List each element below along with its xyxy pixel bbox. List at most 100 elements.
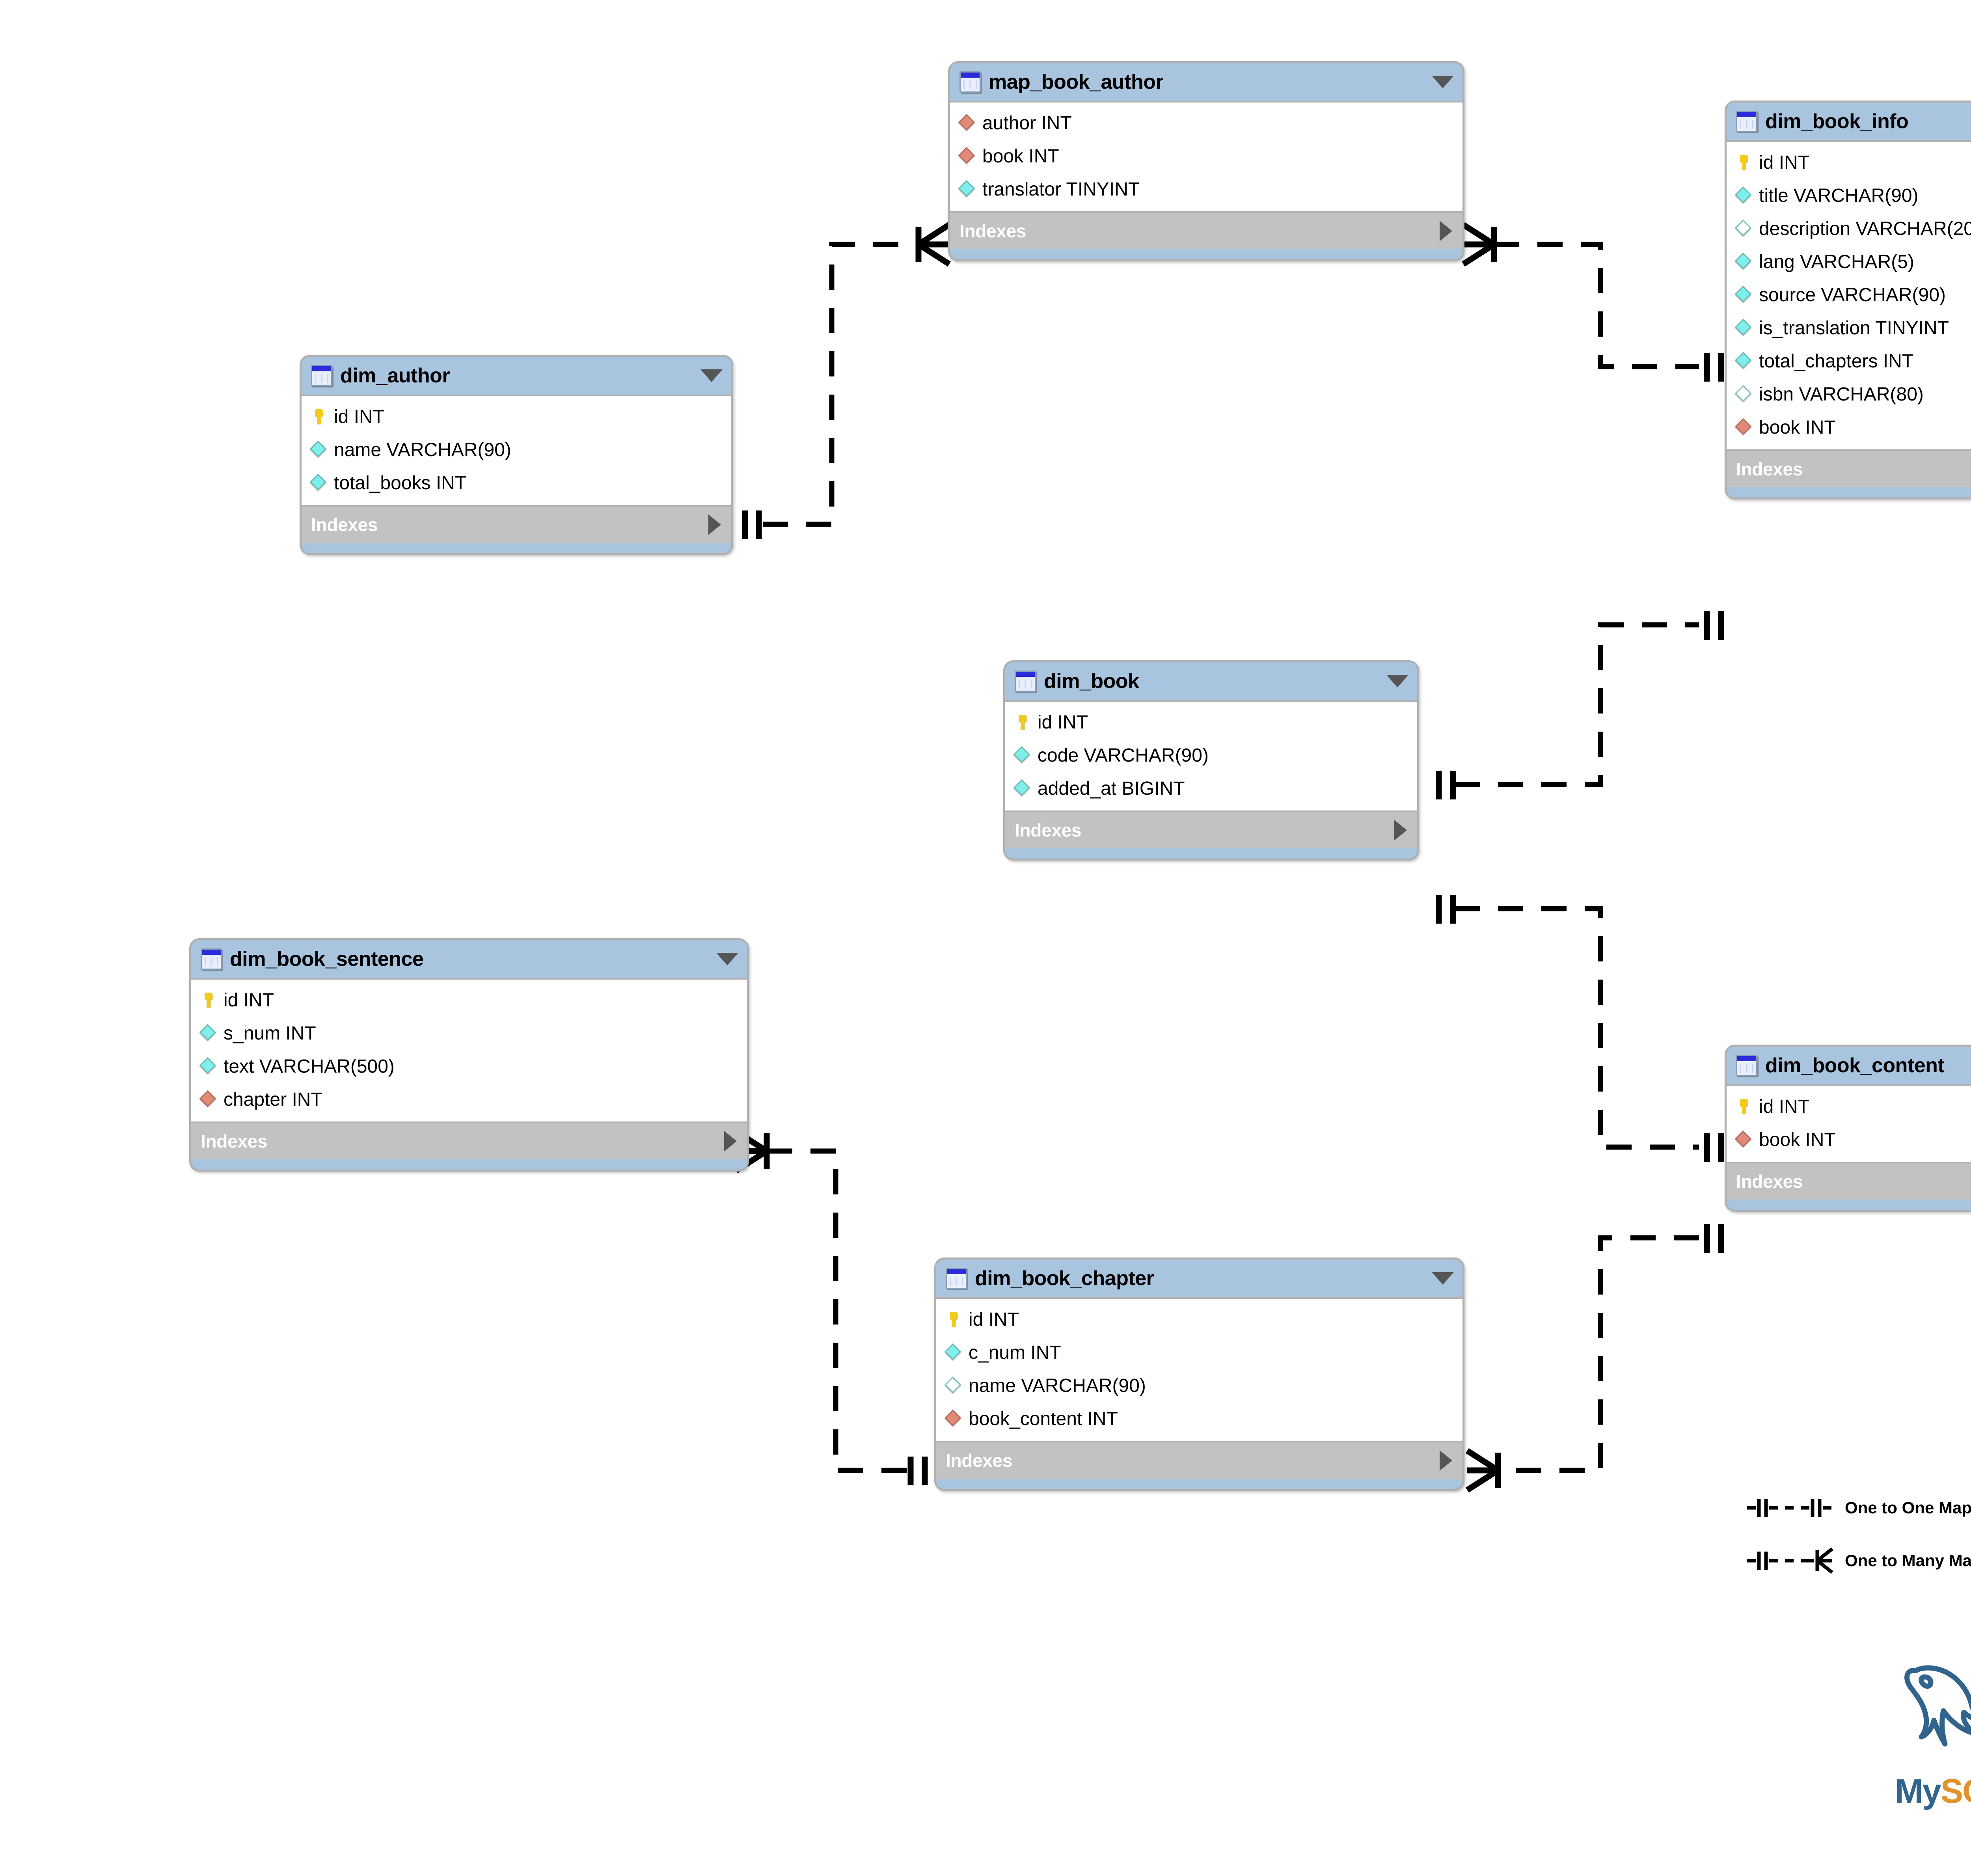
table-header-dim_book[interactable]: dim_book bbox=[1005, 662, 1417, 700]
table-column-row[interactable]: c_num INT bbox=[936, 1336, 1462, 1369]
not-null-column-diamond-icon bbox=[309, 473, 327, 491]
table-column-row[interactable]: book INT bbox=[950, 140, 1462, 173]
table-column-row[interactable]: name VARCHAR(90) bbox=[936, 1369, 1462, 1402]
expand-arrow-icon[interactable] bbox=[1440, 1450, 1452, 1471]
nullable-column-diamond-icon bbox=[1734, 219, 1752, 237]
table-header-dim_book_info[interactable]: dim_book_info bbox=[1727, 102, 1971, 140]
collapse-caret-icon[interactable] bbox=[716, 953, 738, 965]
table-column-row[interactable]: author INT bbox=[950, 106, 1462, 140]
indexes-section-map_book_author[interactable]: Indexes bbox=[950, 213, 1462, 249]
indexes-section-dim_author[interactable]: Indexes bbox=[302, 507, 731, 543]
table-header-dim_book_sentence[interactable]: dim_book_sentence bbox=[191, 940, 747, 978]
wire-book-to-bookinfo bbox=[1455, 622, 1699, 787]
table-column-row[interactable]: source VARCHAR(90) bbox=[1727, 278, 1971, 311]
not-null-column-diamond-icon bbox=[1734, 352, 1752, 369]
table-column-row[interactable]: name VARCHAR(90) bbox=[302, 433, 731, 466]
table-header-map_book_author[interactable]: map_book_author bbox=[950, 63, 1462, 101]
legend-item-one-to-many: One to Many Mapping bbox=[1746, 1547, 1971, 1574]
column-label: text VARCHAR(500) bbox=[224, 1056, 395, 1077]
indexes-label: Indexes bbox=[1736, 1171, 1803, 1192]
not-null-column-diamond-icon bbox=[1734, 186, 1752, 203]
table-column-row[interactable]: id INT bbox=[1727, 1090, 1971, 1123]
table-column-row[interactable]: isbn VARCHAR(80) bbox=[1727, 378, 1971, 411]
expand-arrow-icon[interactable] bbox=[1394, 820, 1407, 840]
table-column-row[interactable]: id INT bbox=[1005, 706, 1417, 739]
table-column-row[interactable]: translator TINYINT bbox=[950, 173, 1462, 206]
table-column-row[interactable]: id INT bbox=[302, 400, 731, 433]
column-label: c_num INT bbox=[969, 1342, 1061, 1363]
indexes-section-dim_book_content[interactable]: Indexes bbox=[1727, 1163, 1971, 1200]
collapse-caret-icon[interactable] bbox=[1432, 76, 1454, 88]
table-header-dim_book_content[interactable]: dim_book_content bbox=[1727, 1047, 1971, 1084]
expand-arrow-icon[interactable] bbox=[708, 514, 721, 535]
wire-bookinfo-to-map bbox=[1494, 242, 1699, 369]
mysql-logo: MySQL® bbox=[1888, 1656, 1971, 1811]
table-column-row[interactable]: description VARCHAR(200) bbox=[1727, 212, 1971, 245]
collapse-caret-icon[interactable] bbox=[1386, 675, 1408, 687]
marker-one-dim-book-addedat bbox=[1436, 895, 1456, 924]
table-column-row[interactable]: id INT bbox=[191, 984, 747, 1017]
table-column-row[interactable]: total_books INT bbox=[302, 466, 731, 499]
table-column-row[interactable]: is_translation TINYINT bbox=[1727, 311, 1971, 345]
indexes-section-dim_book_chapter[interactable]: Indexes bbox=[936, 1442, 1462, 1479]
table-column-row[interactable]: id INT bbox=[936, 1303, 1462, 1336]
table-name-label: dim_author bbox=[340, 364, 450, 387]
table-column-row[interactable]: text VARCHAR(500) bbox=[191, 1050, 747, 1083]
foreign-key-diamond-icon bbox=[1734, 418, 1752, 435]
table-column-row[interactable]: book_content INT bbox=[936, 1402, 1462, 1435]
column-label: isbn VARCHAR(80) bbox=[1759, 384, 1924, 405]
table-icon bbox=[201, 948, 222, 970]
marker-one-dim-book-info-chapters bbox=[1704, 611, 1724, 640]
foreign-key-diamond-icon bbox=[944, 1409, 961, 1427]
table-header-dim_book_chapter[interactable]: dim_book_chapter bbox=[936, 1259, 1462, 1297]
column-label: chapter INT bbox=[224, 1089, 322, 1110]
table-column-row[interactable]: book INT bbox=[1727, 411, 1971, 444]
table-column-row[interactable]: lang VARCHAR(5) bbox=[1727, 245, 1971, 278]
primary-key-icon bbox=[1736, 155, 1752, 170]
expand-arrow-icon[interactable] bbox=[1440, 221, 1452, 241]
table-column-row[interactable]: id INT bbox=[1727, 146, 1971, 179]
column-label: id INT bbox=[1759, 1096, 1810, 1117]
table-icon bbox=[946, 1268, 967, 1289]
not-null-column-diamond-icon bbox=[958, 180, 975, 197]
indexes-section-dim_book_info[interactable]: Indexes bbox=[1727, 451, 1971, 487]
column-label: total_chapters INT bbox=[1759, 350, 1914, 372]
wire-content-to-chapter bbox=[1498, 1235, 1699, 1473]
table-column-row[interactable]: title VARCHAR(90) bbox=[1727, 179, 1971, 212]
table-icon bbox=[1015, 671, 1036, 692]
column-label: book INT bbox=[1759, 1129, 1836, 1150]
primary-key-icon bbox=[1736, 1099, 1752, 1114]
table-icon bbox=[1736, 111, 1757, 132]
indexes-section-dim_book[interactable]: Indexes bbox=[1005, 812, 1417, 848]
table-icon bbox=[311, 365, 332, 386]
table-column-row[interactable]: total_chapters INT bbox=[1727, 345, 1971, 378]
table-columns-dim_book_content: id INT book INT bbox=[1727, 1084, 1971, 1163]
expand-arrow-icon[interactable] bbox=[724, 1131, 737, 1151]
wire-book-to-content bbox=[1455, 906, 1699, 1150]
table-column-row[interactable]: code VARCHAR(90) bbox=[1005, 739, 1417, 772]
collapse-caret-icon[interactable] bbox=[1432, 1272, 1454, 1285]
mysql-dolphin-icon bbox=[1904, 1665, 1971, 1747]
mysql-wordmark: MySQL® bbox=[1888, 1772, 1971, 1811]
table-header-dim_author[interactable]: dim_author bbox=[302, 357, 731, 395]
table-column-row[interactable]: added_at BIGINT bbox=[1005, 772, 1417, 805]
marker-one-dim-book-content-book bbox=[1704, 1224, 1724, 1253]
column-label: source VARCHAR(90) bbox=[1759, 284, 1946, 306]
collapse-caret-icon[interactable] bbox=[700, 369, 723, 382]
indexes-section-dim_book_sentence[interactable]: Indexes bbox=[191, 1123, 747, 1159]
table-column-row[interactable]: s_num INT bbox=[191, 1017, 747, 1050]
table-column-row[interactable]: book INT bbox=[1727, 1123, 1971, 1156]
table-name-label: dim_book_content bbox=[1765, 1054, 1945, 1077]
column-label: code VARCHAR(90) bbox=[1038, 745, 1209, 766]
table-column-row[interactable]: chapter INT bbox=[191, 1083, 747, 1116]
table-icon bbox=[1736, 1055, 1757, 1076]
